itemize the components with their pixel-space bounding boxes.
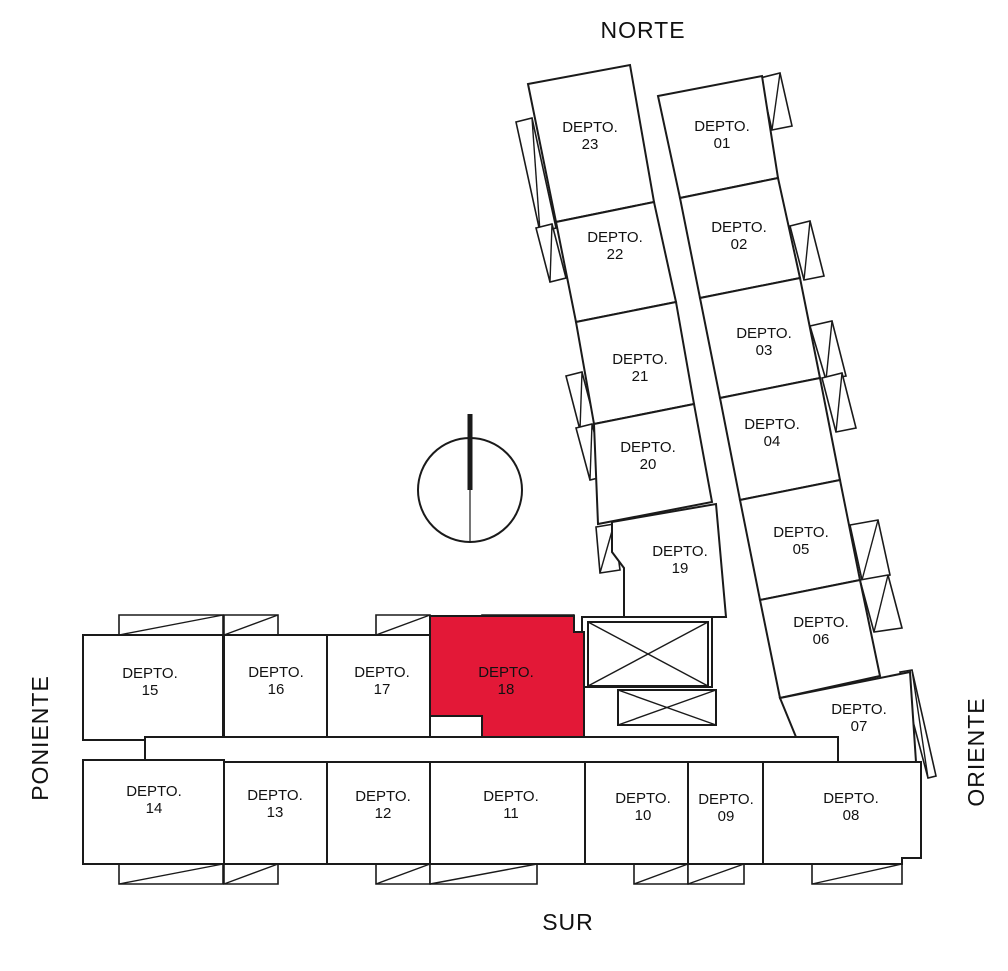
unit-05[interactable] bbox=[740, 480, 860, 600]
unit-08[interactable] bbox=[763, 762, 921, 864]
unit-18[interactable] bbox=[430, 616, 584, 737]
direction-north: NORTE bbox=[600, 17, 685, 43]
direction-east: ORIENTE bbox=[963, 697, 989, 806]
unit-12[interactable] bbox=[327, 762, 430, 864]
unit-19[interactable] bbox=[612, 504, 726, 617]
unit-03[interactable] bbox=[700, 278, 820, 398]
unit-04[interactable] bbox=[720, 378, 840, 500]
unit-01[interactable] bbox=[658, 76, 778, 198]
compass-icon bbox=[418, 414, 522, 542]
direction-west: PONIENTE bbox=[27, 675, 53, 801]
unit-16[interactable] bbox=[224, 635, 327, 737]
balcony bbox=[516, 118, 620, 573]
unit-06[interactable] bbox=[760, 580, 880, 698]
unit-17[interactable] bbox=[327, 635, 430, 737]
stair-core bbox=[582, 617, 712, 687]
direction-south: SUR bbox=[542, 909, 594, 935]
units-layer bbox=[83, 65, 921, 864]
balcony bbox=[119, 864, 902, 884]
unit-21[interactable] bbox=[576, 302, 694, 424]
unit-11[interactable] bbox=[430, 762, 585, 864]
west-corridor bbox=[145, 737, 838, 762]
unit-02[interactable] bbox=[680, 178, 800, 298]
unit-13[interactable] bbox=[224, 762, 327, 864]
unit-10[interactable] bbox=[585, 762, 688, 864]
unit-09[interactable] bbox=[688, 762, 763, 864]
unit-14[interactable] bbox=[83, 760, 224, 864]
unit-15[interactable] bbox=[83, 635, 223, 740]
unit-22[interactable] bbox=[556, 202, 676, 322]
unit-20[interactable] bbox=[594, 404, 712, 524]
elevator-core bbox=[618, 690, 716, 725]
